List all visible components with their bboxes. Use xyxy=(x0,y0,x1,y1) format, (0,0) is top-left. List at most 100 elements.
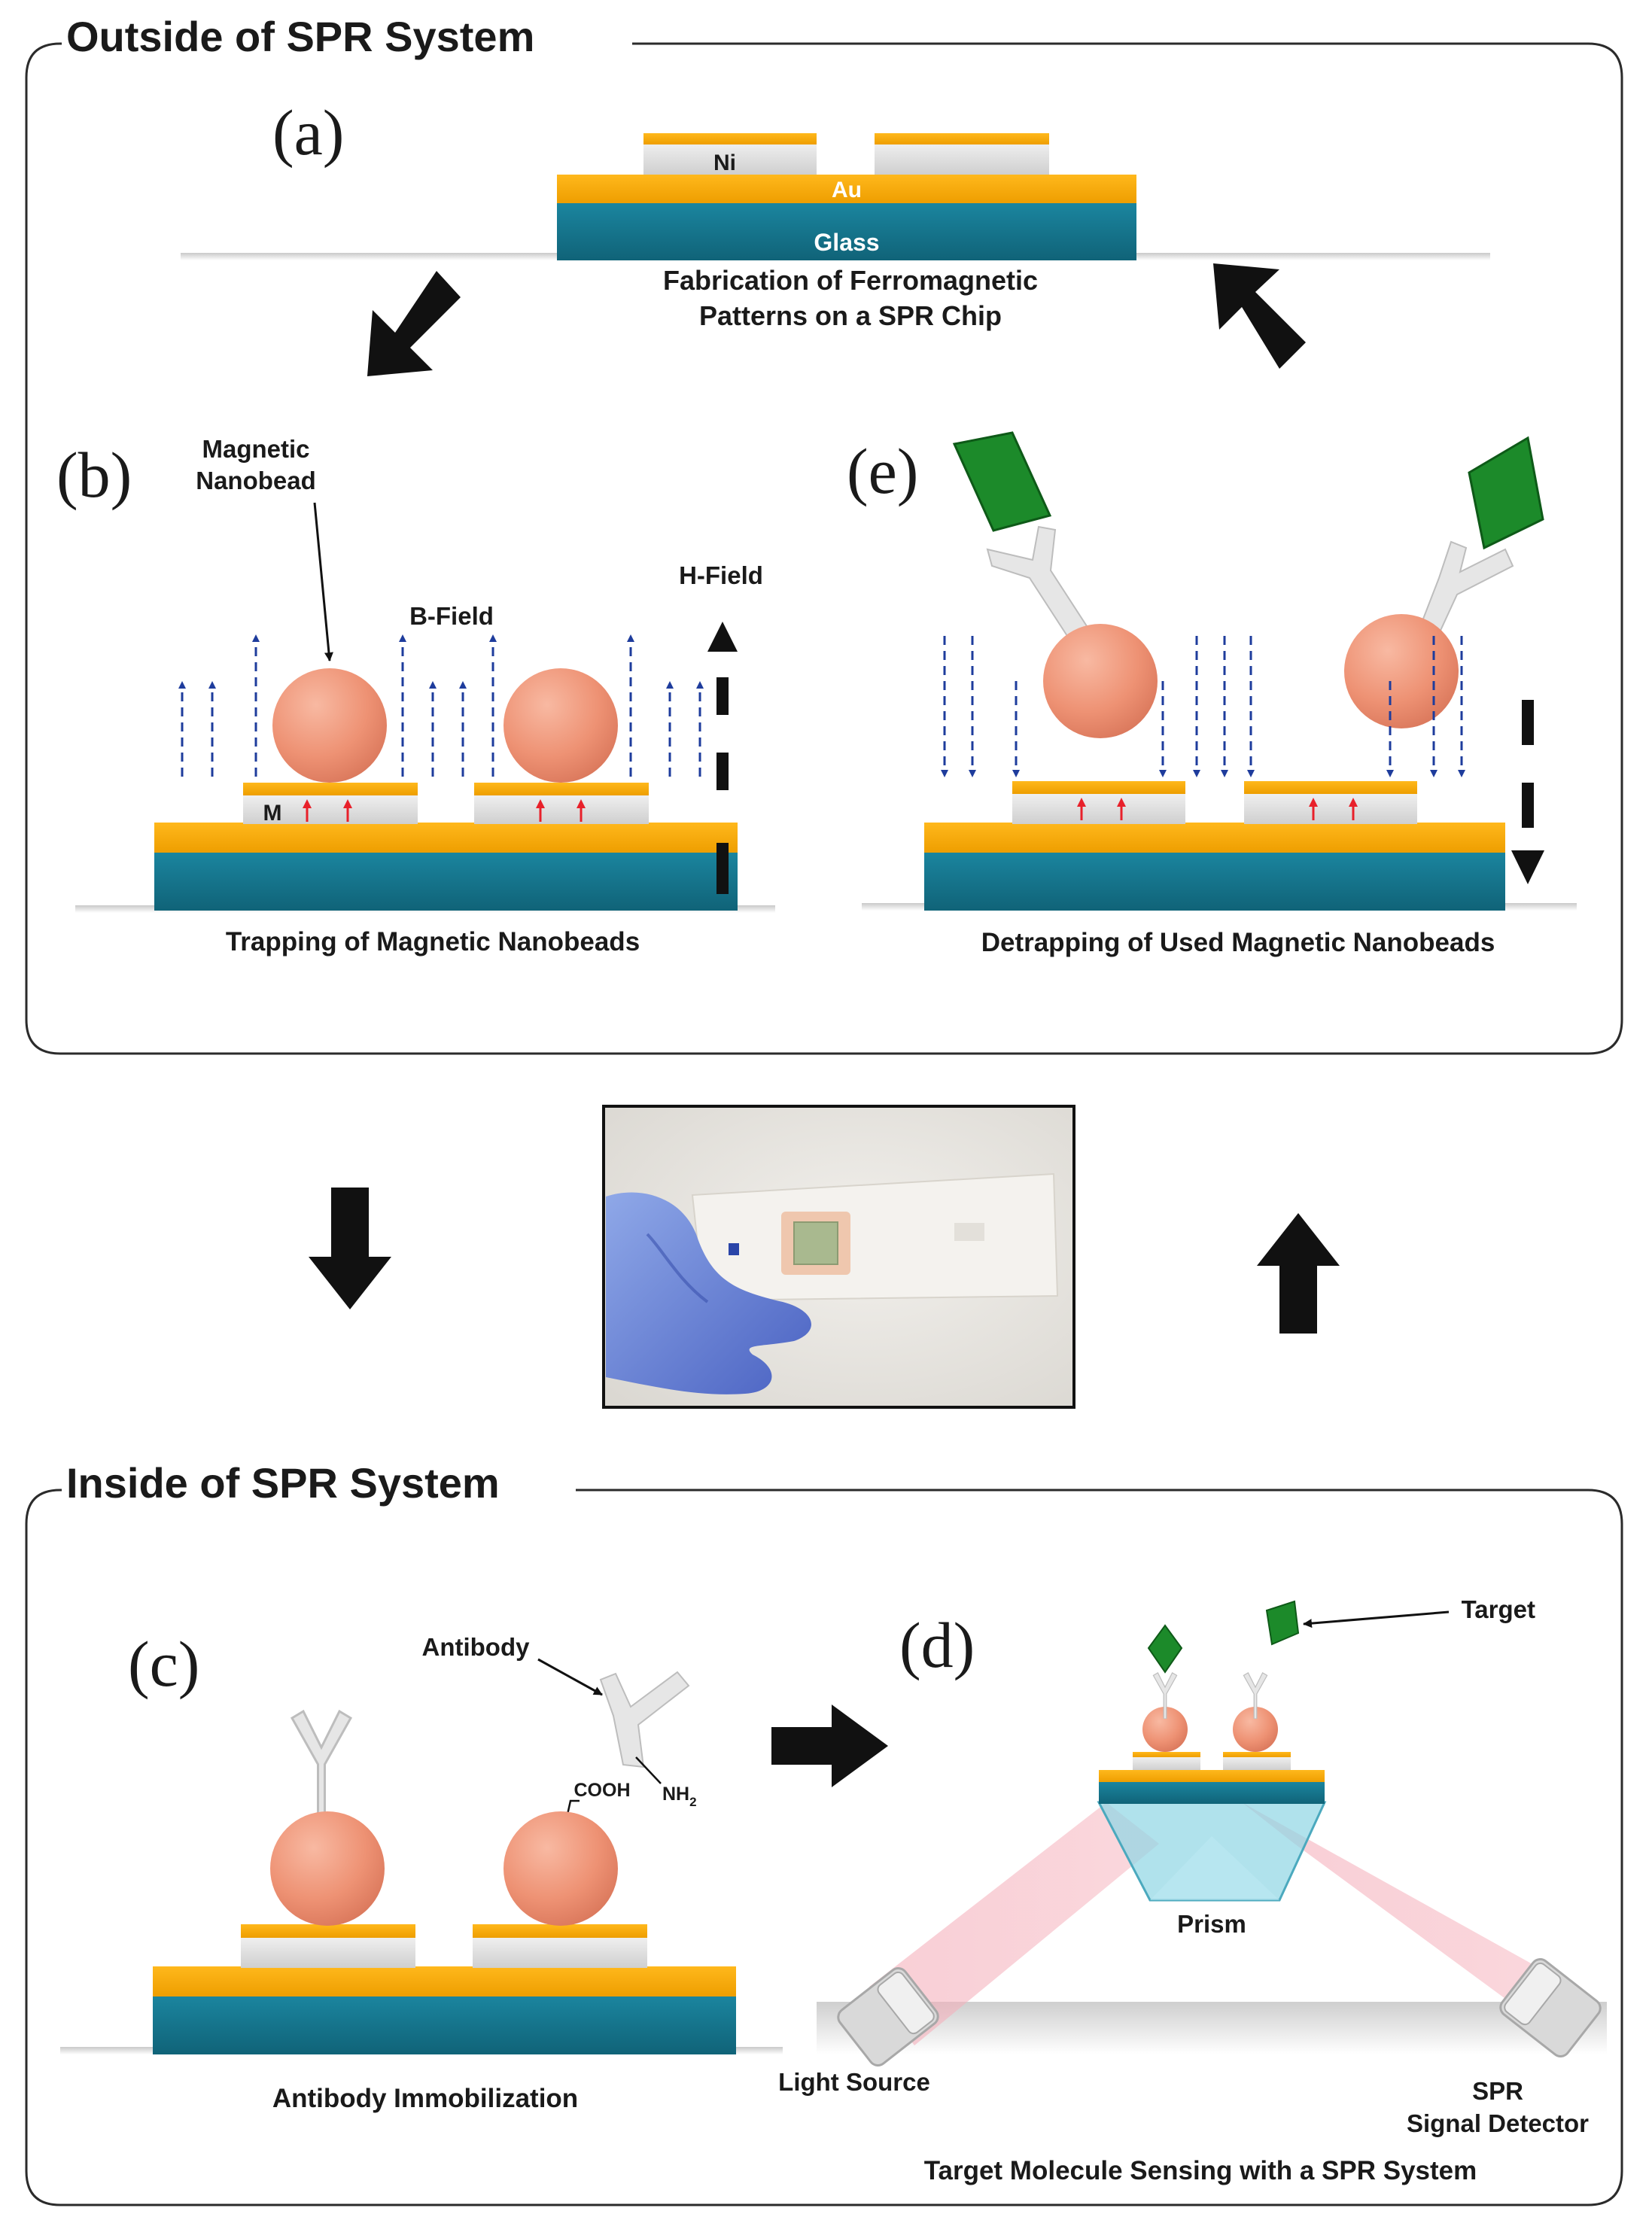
h-field-arrow-up xyxy=(707,622,738,894)
panel-d-caption: Target Molecule Sensing with a SPR Syste… xyxy=(924,2156,1477,2185)
outside-section: Outside of SPR System xyxy=(25,13,1623,1055)
gold-layer-a xyxy=(557,175,1136,203)
prism-label: Prism xyxy=(1177,1910,1246,1938)
gold-layer-b xyxy=(154,823,738,853)
h-field-arrowhead-up-icon xyxy=(707,622,738,652)
ni-pad-left-e xyxy=(1012,794,1185,824)
antibody-pointer xyxy=(537,1658,603,1696)
arrow-down-left-icon xyxy=(367,271,461,376)
ni-pad-left-c xyxy=(241,1938,415,1968)
chip-slide xyxy=(691,1172,1059,1302)
h-field-arrow-down xyxy=(1511,700,1544,884)
reversed-b-field-arrows xyxy=(941,636,1465,777)
panel-a-caption-line2: Patterns on a SPR Chip xyxy=(699,300,1002,331)
ni-pad-left-gold-a xyxy=(643,133,817,144)
glass-layer-b xyxy=(154,850,738,911)
panel-b-caption: Trapping of Magnetic Nanobeads xyxy=(226,927,640,956)
inside-section: Inside of SPR System xyxy=(25,1459,1623,2206)
detector-label-line1: SPR xyxy=(1472,2077,1523,2105)
m-label: M xyxy=(263,801,282,826)
h-field-arrowhead-down-icon xyxy=(1511,850,1544,884)
panel-e-label: (e) xyxy=(847,435,918,507)
magnetic-nanobead-left xyxy=(272,668,387,783)
panel-a-caption-line1: Fabrication of Ferromagnetic xyxy=(663,265,1038,296)
nh2-label: NH2 xyxy=(662,1784,697,1809)
panel-b: (b) Magnetic Nanobead B-Field H-Field M xyxy=(56,435,775,956)
arrow-up-right-icon xyxy=(1213,263,1306,369)
bead-pointer-line xyxy=(313,502,333,661)
antibody-label: Antibody xyxy=(422,1633,531,1661)
chip-notch xyxy=(954,1223,984,1241)
h-field-dash xyxy=(716,843,729,894)
glass-layer-e xyxy=(924,850,1505,911)
target-label: Target xyxy=(1462,1595,1535,1623)
gold-layer-c xyxy=(153,1966,736,1997)
chip-marker xyxy=(729,1243,739,1255)
glass-layer-a xyxy=(557,202,1136,260)
panel-d-label: (d) xyxy=(899,1609,975,1681)
outside-title: Outside of SPR System xyxy=(66,13,534,60)
h-field-dash xyxy=(716,677,729,715)
reflected-light-beam xyxy=(1242,1802,1573,2032)
bound-antibody-icon xyxy=(291,1710,352,1826)
h-field-dash xyxy=(1522,700,1534,745)
panel-c-caption: Antibody Immobilization xyxy=(272,2084,578,2113)
h-field-dash xyxy=(716,753,729,790)
light-source-face xyxy=(877,1971,935,2035)
panel-e-caption: Detrapping of Used Magnetic Nanobeads xyxy=(981,928,1495,957)
ni-pad-left-b xyxy=(243,795,418,824)
gold-layer-e xyxy=(924,823,1505,853)
inside-title: Inside of SPR System xyxy=(66,1459,500,1507)
bound-target-icon xyxy=(1147,1624,1183,1674)
ni-label: Ni xyxy=(713,151,736,175)
ni-pad-right-gold-e xyxy=(1244,781,1417,794)
b-field-arrows xyxy=(178,634,704,777)
nanobead-left-d xyxy=(1142,1707,1188,1752)
h-field-label: H-Field xyxy=(679,561,763,589)
bead-label-line1: Magnetic xyxy=(202,435,309,463)
panel-b-label: (b) xyxy=(56,439,132,511)
bead-label-line2: Nanobead xyxy=(196,467,316,494)
used-nanobead-right xyxy=(1344,614,1459,728)
ni-pad-right-c xyxy=(473,1938,647,1968)
glass-layer-d xyxy=(1099,1781,1325,1804)
spr-signal-detector xyxy=(1499,1958,1602,2057)
nanobead-with-cooh xyxy=(504,1811,618,1926)
gloved-hand xyxy=(606,1192,811,1394)
middle-row xyxy=(309,1105,1340,1409)
antibody-right-e xyxy=(1419,540,1514,635)
target-left-e xyxy=(952,431,1052,532)
light-source xyxy=(837,1967,939,2066)
panel-c-label: (c) xyxy=(128,1628,199,1700)
panel-c: (c) Antibody COOH NH2 Antibody Immobiliz… xyxy=(60,1628,783,2113)
nh2-text: NH xyxy=(662,1784,689,1805)
nanobead-with-antibody xyxy=(270,1811,385,1926)
glass-layer-c xyxy=(153,1994,736,2054)
light-source-label: Light Source xyxy=(778,2068,930,2096)
detector-face xyxy=(1504,1962,1562,2026)
glass-label: Glass xyxy=(814,229,879,256)
ni-pad-right-a xyxy=(875,143,1049,175)
prism-facet xyxy=(1150,1836,1279,1900)
nh2-bond xyxy=(635,1756,662,1784)
target-right-e xyxy=(1468,436,1544,550)
ni-pad-right-gold-b xyxy=(474,783,649,795)
used-nanobead-left xyxy=(1043,624,1158,738)
h-field-dash xyxy=(1522,783,1534,828)
ni-pad-left-a xyxy=(643,143,817,175)
detector-label-line2: Signal Detector xyxy=(1407,2109,1589,2137)
ni-pad-left-d xyxy=(1133,1757,1200,1770)
au-label: Au xyxy=(832,178,862,202)
free-target-icon xyxy=(1265,1600,1300,1646)
nh2-subscript: 2 xyxy=(689,1795,696,1809)
antibody-left-e xyxy=(986,525,1088,637)
glove-fold xyxy=(646,1233,709,1303)
cooh-label: COOH xyxy=(574,1780,631,1801)
ni-pad-left-gold-c xyxy=(241,1924,415,1938)
gold-layer-d xyxy=(1099,1770,1325,1782)
spr-chip-photo xyxy=(602,1105,1075,1409)
ni-pad-left-gold-b xyxy=(243,783,418,795)
panel-a-label: (a) xyxy=(272,96,344,169)
panel-d: (d) Target Prism Light Sou xyxy=(778,1595,1607,2185)
gold-sensor-square xyxy=(793,1221,838,1265)
